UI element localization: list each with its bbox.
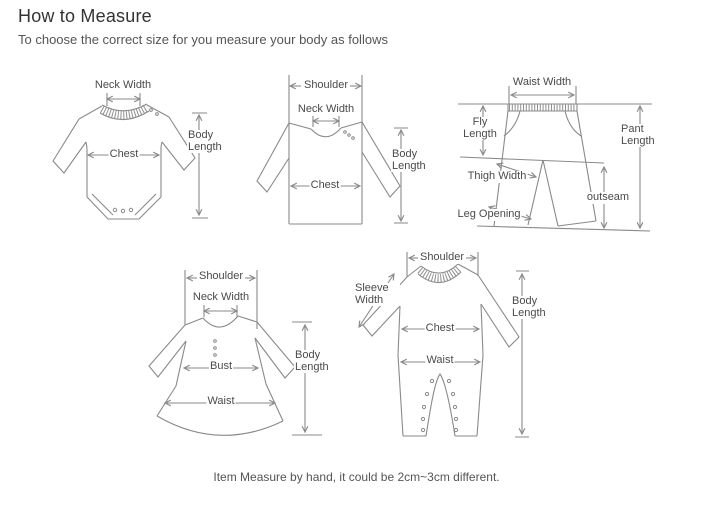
pants-waist-width-label: Waist Width <box>511 76 573 89</box>
dress-shoulder-label: Shoulder <box>197 270 245 283</box>
tshirt-shoulder-buttons <box>343 130 355 140</box>
romper-diagram <box>359 252 529 438</box>
pants-outseam-label: outseam <box>585 191 631 204</box>
tshirt-neck-width-arrow <box>313 115 339 127</box>
bodysuit-ribbed-collar <box>99 103 150 119</box>
tshirt-body-length-arrow <box>394 127 408 224</box>
romper-body-length-label: Body Length <box>511 295 557 319</box>
bodysuit-diagram <box>52 93 208 220</box>
bodysuit-chest-label: Chest <box>108 148 140 161</box>
romper-sleeve-width-label: Sleeve Width <box>354 282 400 306</box>
tshirt-chest-label: Chest <box>309 179 341 192</box>
dress-bust-label: Bust <box>208 360 234 373</box>
dress-body-length-arrow <box>292 321 322 436</box>
tshirt-diagram <box>256 75 408 225</box>
dress-waist-label: Waist <box>206 395 236 408</box>
tshirt-shoulder-label: Shoulder <box>302 79 350 92</box>
bodysuit-snap-buttons <box>112 207 134 214</box>
page-title: How to Measure <box>18 6 152 26</box>
bodysuit-shoulder-buttons <box>149 108 159 116</box>
pants-thigh-width-label: Thigh Width <box>466 170 528 183</box>
pants-fly-length-label: Fly Length <box>457 116 503 140</box>
bodysuit-neck-width-arrow <box>107 93 140 106</box>
pants-leg-opening-label: Leg Opening <box>456 208 522 221</box>
measure-tolerance-note: Item Measure by hand, it could be 2cm~3c… <box>213 470 500 484</box>
pants-thigh-width-arrow <box>497 164 536 177</box>
dress-neck-width-label: Neck Width <box>191 291 251 304</box>
tshirt-outline <box>256 75 401 225</box>
romper-waist-label: Waist <box>425 354 455 367</box>
page-subtitle: To choose the correct size for you measu… <box>18 32 388 47</box>
dress-neck-width-arrow <box>204 305 237 317</box>
romper-snap-buttons <box>420 378 459 433</box>
tshirt-body-length-label: Body Length <box>391 148 437 172</box>
bodysuit-body-length-label: Body Length <box>187 129 233 153</box>
romper-chest-label: Chest <box>424 322 456 335</box>
romper-shoulder-label: Shoulder <box>418 251 466 264</box>
dress-diagram <box>148 270 322 436</box>
romper-ribbed-collar <box>417 265 462 282</box>
tshirt-neck-width-label: Neck Width <box>296 103 356 116</box>
dress-body-length-label: Body Length <box>294 349 340 373</box>
dress-placket-buttons <box>213 339 217 357</box>
bodysuit-outline <box>52 103 196 220</box>
pants-pant-length-label: Pant Length <box>620 123 666 147</box>
bodysuit-neck-width-label: Neck Width <box>93 79 153 92</box>
pants-waist-width-arrow <box>508 86 577 104</box>
